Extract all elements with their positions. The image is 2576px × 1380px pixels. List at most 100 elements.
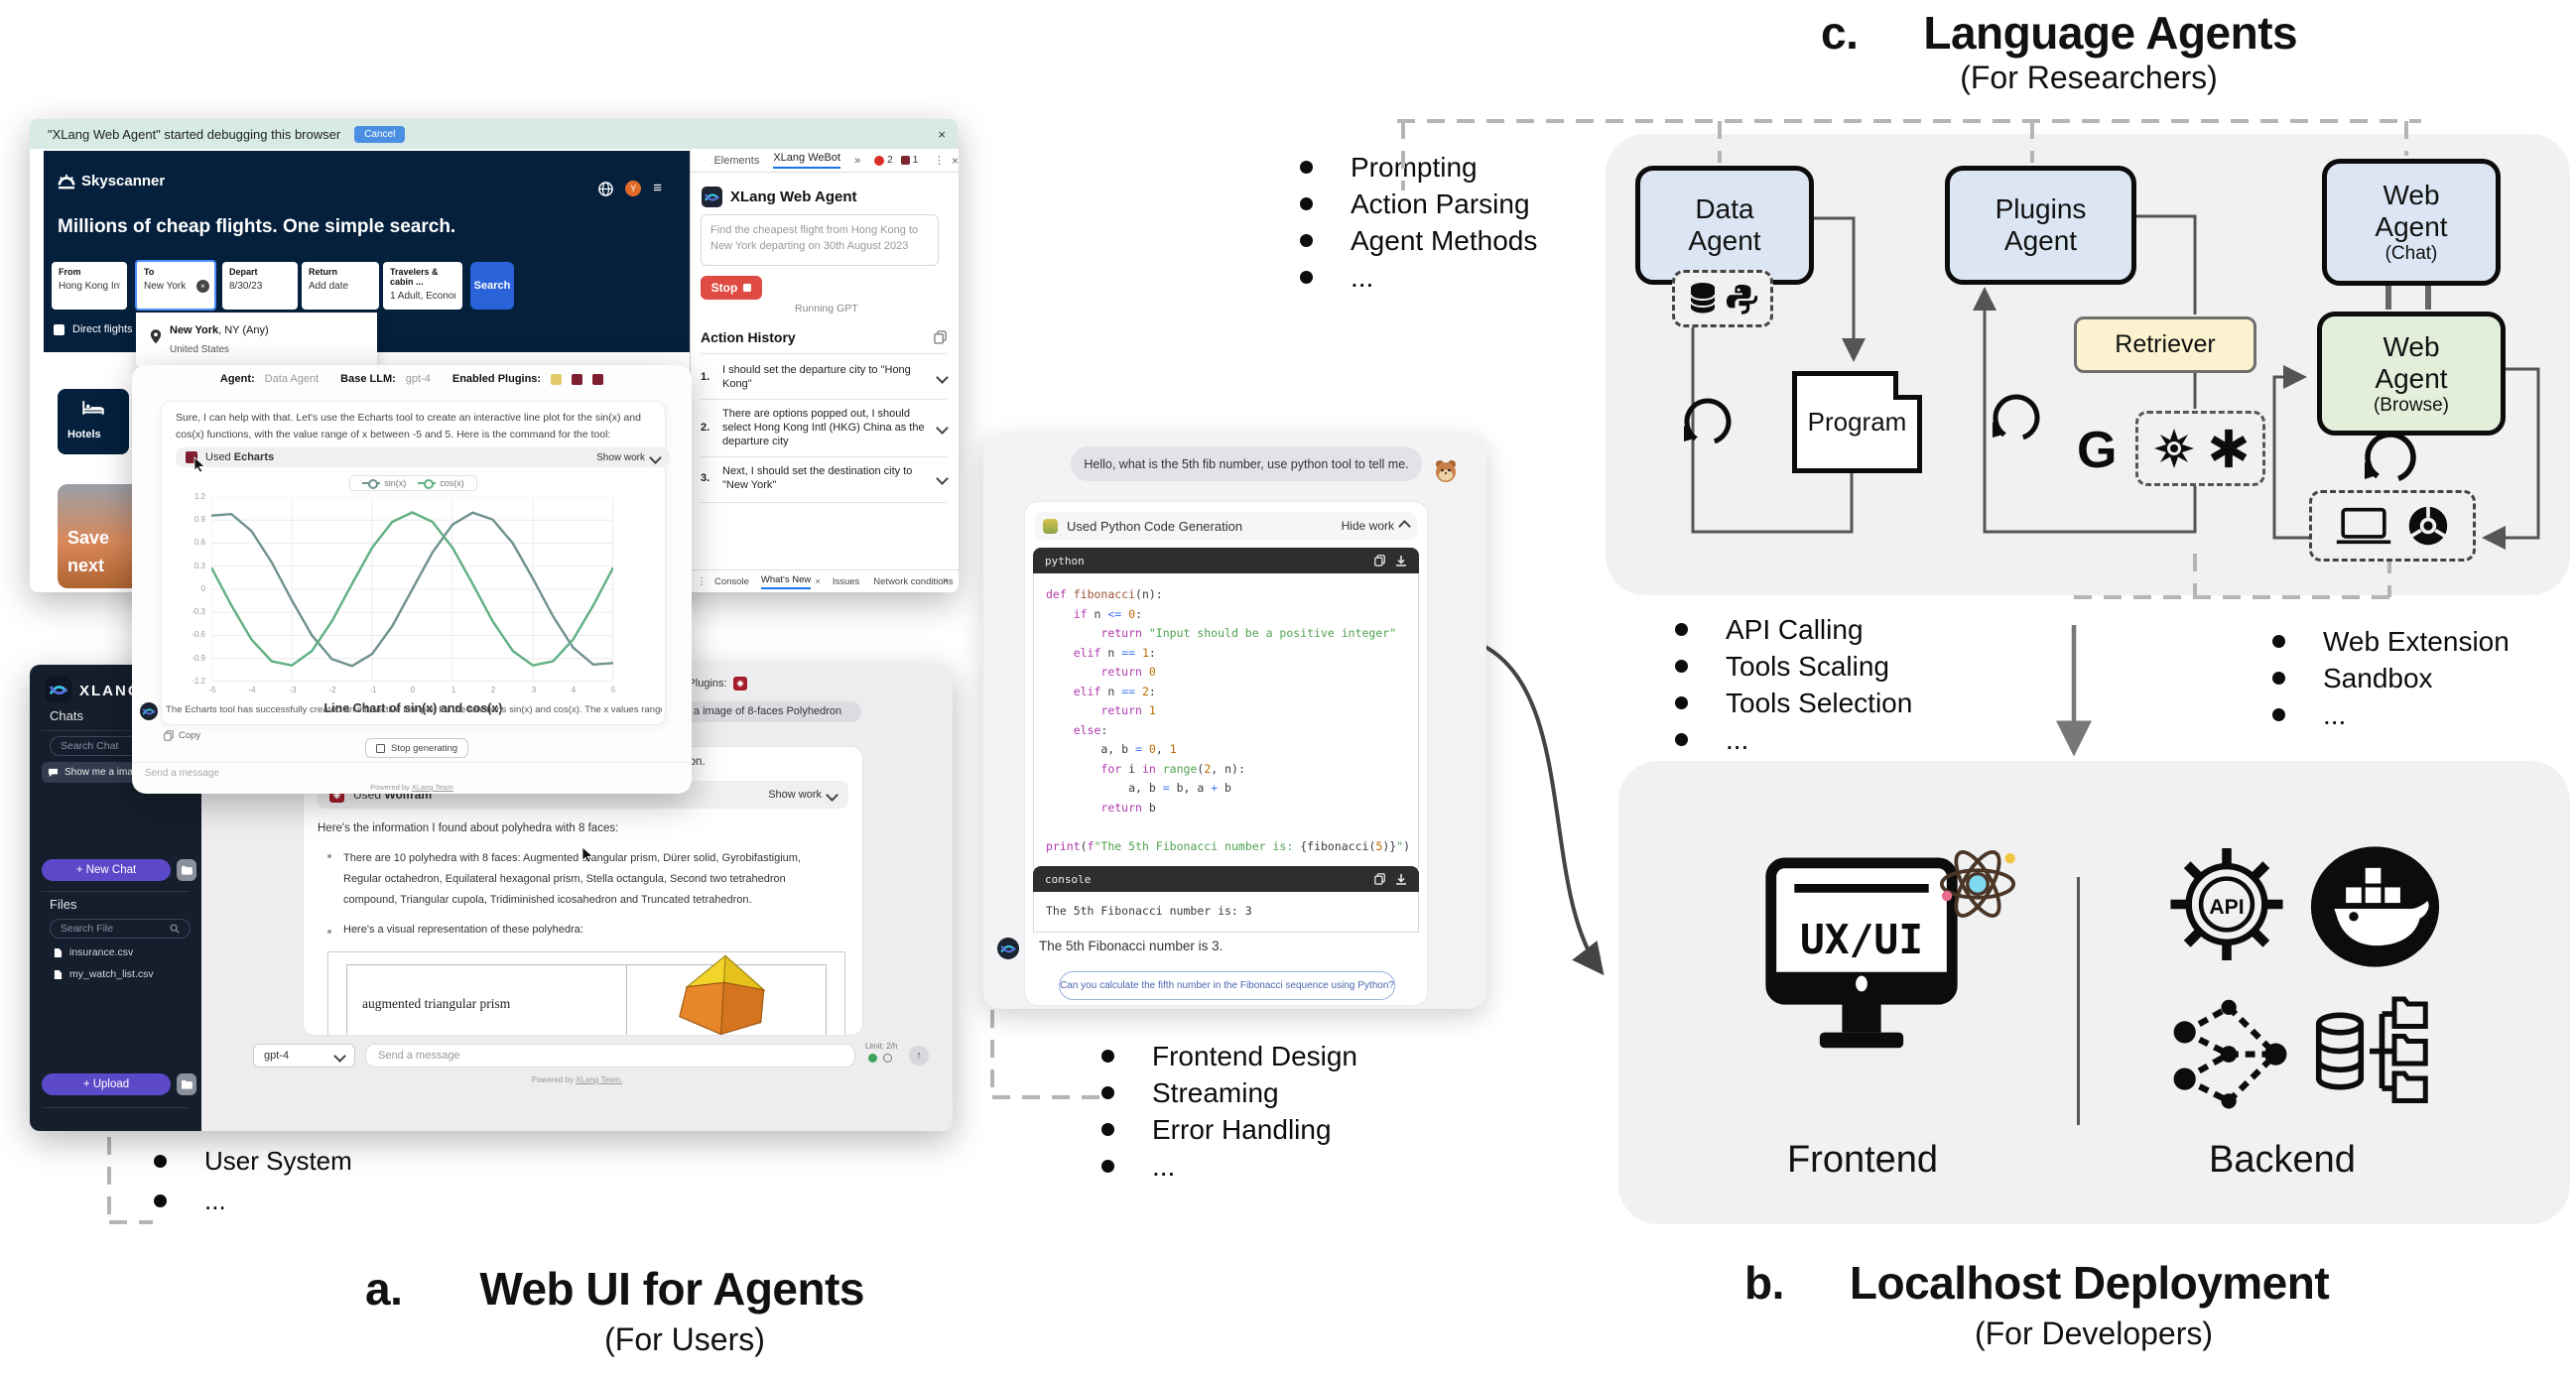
travelers-field[interactable]: Travelers & cabin ... 1 Adult, Economy xyxy=(383,262,462,310)
xlang-agent-header: XLang Web Agent xyxy=(702,187,857,207)
search-button[interactable]: Search xyxy=(470,262,514,310)
suggestion-pill[interactable]: Can you calculate the fifth number in th… xyxy=(1059,971,1395,1000)
kebab-menu-icon[interactable]: ⋮ xyxy=(697,575,707,587)
skyscanner-logo[interactable]: Skyscanner xyxy=(58,173,165,189)
tab-console[interactable]: Console xyxy=(714,575,749,587)
agent-value[interactable]: Data Agent xyxy=(264,373,320,385)
direct-flights-row[interactable]: Direct flights xyxy=(54,323,133,335)
copy-icon xyxy=(164,730,174,741)
chevron-down-icon[interactable] xyxy=(936,471,949,485)
message-input[interactable]: Send a message xyxy=(145,768,220,779)
action-item[interactable]: 3. Next, I should set the destination ci… xyxy=(701,458,949,498)
tab-whats-new[interactable]: What's New xyxy=(760,574,812,589)
from-field[interactable]: From Hong Kong Intl (H... xyxy=(52,262,127,310)
plugin-icon[interactable] xyxy=(592,373,604,385)
uxui-monitor-icon: UX/UI xyxy=(1765,857,1958,1049)
close-icon[interactable]: × xyxy=(942,575,949,587)
tab-xlang-webot[interactable]: XLang WeBot xyxy=(773,152,841,169)
loop-icon xyxy=(1993,394,2040,441)
code-body[interactable]: def fibonacci(n): if n <= 0: return "Inp… xyxy=(1033,573,1419,869)
depart-field[interactable]: Depart 8/30/23 xyxy=(222,262,298,310)
warning-badge[interactable]: 1 xyxy=(900,155,918,166)
chevron-down-icon[interactable] xyxy=(936,421,949,435)
clear-icon[interactable]: × xyxy=(196,280,209,293)
llm-value[interactable]: gpt-4 xyxy=(405,373,431,385)
close-tab-icon[interactable]: × xyxy=(815,575,821,587)
error-badge[interactable]: 2 xyxy=(874,155,893,166)
action-history-header: Action History xyxy=(701,329,947,345)
divider xyxy=(701,353,947,354)
send-message-input[interactable]: Send a message xyxy=(365,1044,855,1067)
team-link[interactable]: XLang Team xyxy=(411,783,453,792)
devtools-toolbar: Elements XLang WeBot » 2 1 ⋮ × xyxy=(691,149,959,173)
polyhedron-image xyxy=(679,954,766,1035)
team-link[interactable]: XLang Team. xyxy=(576,1075,623,1084)
used-python-bar[interactable]: Used Python Code Generation Hide work xyxy=(1035,512,1417,540)
menu-icon[interactable]: ≡ xyxy=(653,180,662,196)
chevron-down-icon[interactable] xyxy=(936,370,949,384)
return-field[interactable]: Return Add date xyxy=(302,262,379,310)
search-file-input[interactable]: Search File xyxy=(50,919,191,939)
copy-icon[interactable] xyxy=(934,330,947,344)
inspect-icon[interactable] xyxy=(697,155,698,166)
copy-icon[interactable] xyxy=(1374,873,1385,885)
to-field[interactable]: To New York × xyxy=(135,260,216,311)
query-textarea[interactable]: Find the cheapest flight from Hong Kong … xyxy=(701,214,939,266)
action-item[interactable]: 1. I should set the departure city to "H… xyxy=(701,357,949,397)
tab-network-conditions[interactable]: Network conditions xyxy=(873,575,954,587)
upload-button[interactable]: + Upload xyxy=(42,1073,171,1095)
checkbox[interactable] xyxy=(54,323,64,335)
plugin-icon[interactable] xyxy=(572,373,583,385)
tab-elements[interactable]: Elements xyxy=(713,154,760,167)
stop-generating-button[interactable]: Stop generating xyxy=(365,738,469,758)
wolfram-plugin-icon[interactable] xyxy=(732,677,747,690)
plugin-tools-iconbox xyxy=(2135,411,2265,486)
tab-issues[interactable]: Issues xyxy=(832,575,860,587)
x-tick: -1 xyxy=(369,686,377,694)
close-devtools-icon[interactable]: × xyxy=(951,153,959,168)
more-tabs-icon[interactable]: » xyxy=(854,154,861,167)
code-header: python xyxy=(1033,548,1419,573)
hide-work-toggle[interactable]: Hide work xyxy=(1342,519,1411,533)
legend-cos[interactable]: cos(x) xyxy=(418,478,464,489)
kebab-menu-icon[interactable]: ⋮ xyxy=(933,155,945,167)
download-icon[interactable] xyxy=(1395,555,1407,566)
autocomplete-dropdown[interactable]: New York, NY (Any) United States xyxy=(136,313,377,370)
show-work-toggle[interactable]: Show work xyxy=(768,788,838,802)
send-button[interactable]: ↑ xyxy=(909,1046,929,1066)
list-item: Tools Scaling xyxy=(1675,648,1912,685)
chats-heading: Chats xyxy=(50,708,83,723)
used-echarts-bar[interactable]: Used Echarts Show work xyxy=(176,447,670,467)
new-chat-button[interactable]: + New Chat xyxy=(42,859,171,881)
cancel-debug-button[interactable]: Cancel xyxy=(354,125,406,143)
legend-sin[interactable]: sin(x) xyxy=(362,478,406,489)
echarts-chat-overlay: Agent: Data Agent Base LLM: gpt-4 Enable… xyxy=(132,365,692,794)
refresh-icon[interactable] xyxy=(883,1054,892,1063)
action-item[interactable]: 2. There are options popped out, I shoul… xyxy=(701,401,949,454)
file-folder-button[interactable] xyxy=(177,1073,196,1095)
globe-icon[interactable] xyxy=(598,181,614,196)
y-tick: -1.2 xyxy=(192,677,205,686)
copy-icon[interactable] xyxy=(1374,555,1385,566)
section-b-letter: b. xyxy=(1744,1257,1784,1309)
close-icon[interactable]: × xyxy=(938,126,946,142)
file-row[interactable]: insurance.csv xyxy=(54,946,133,958)
model-select[interactable]: gpt-4 xyxy=(253,1044,355,1067)
download-icon[interactable] xyxy=(1395,873,1407,885)
assistant-message: Sure, I can help with that. Let's use th… xyxy=(176,412,641,440)
chrome-icon xyxy=(2408,506,2448,546)
chat-folder-button[interactable] xyxy=(177,859,196,881)
stop-button[interactable]: Stop xyxy=(701,276,762,300)
python-icon xyxy=(1726,284,1757,314)
file-row[interactable]: my_watch_list.csv xyxy=(54,968,154,980)
plugin-icon[interactable] xyxy=(551,373,563,385)
show-work-toggle[interactable]: Show work xyxy=(596,450,662,464)
avatar[interactable]: Y xyxy=(625,181,642,196)
copy-action[interactable]: Copy xyxy=(164,730,200,741)
sun-logo-icon xyxy=(58,174,75,188)
console-output: The 5th Fibonacci number is: 3 xyxy=(1033,892,1419,933)
device-toolbar-icon[interactable] xyxy=(704,155,706,166)
xlang-avatar xyxy=(997,938,1019,959)
hotels-card[interactable]: Hotels xyxy=(58,389,129,454)
settings-gear-icon[interactable] xyxy=(926,155,927,166)
